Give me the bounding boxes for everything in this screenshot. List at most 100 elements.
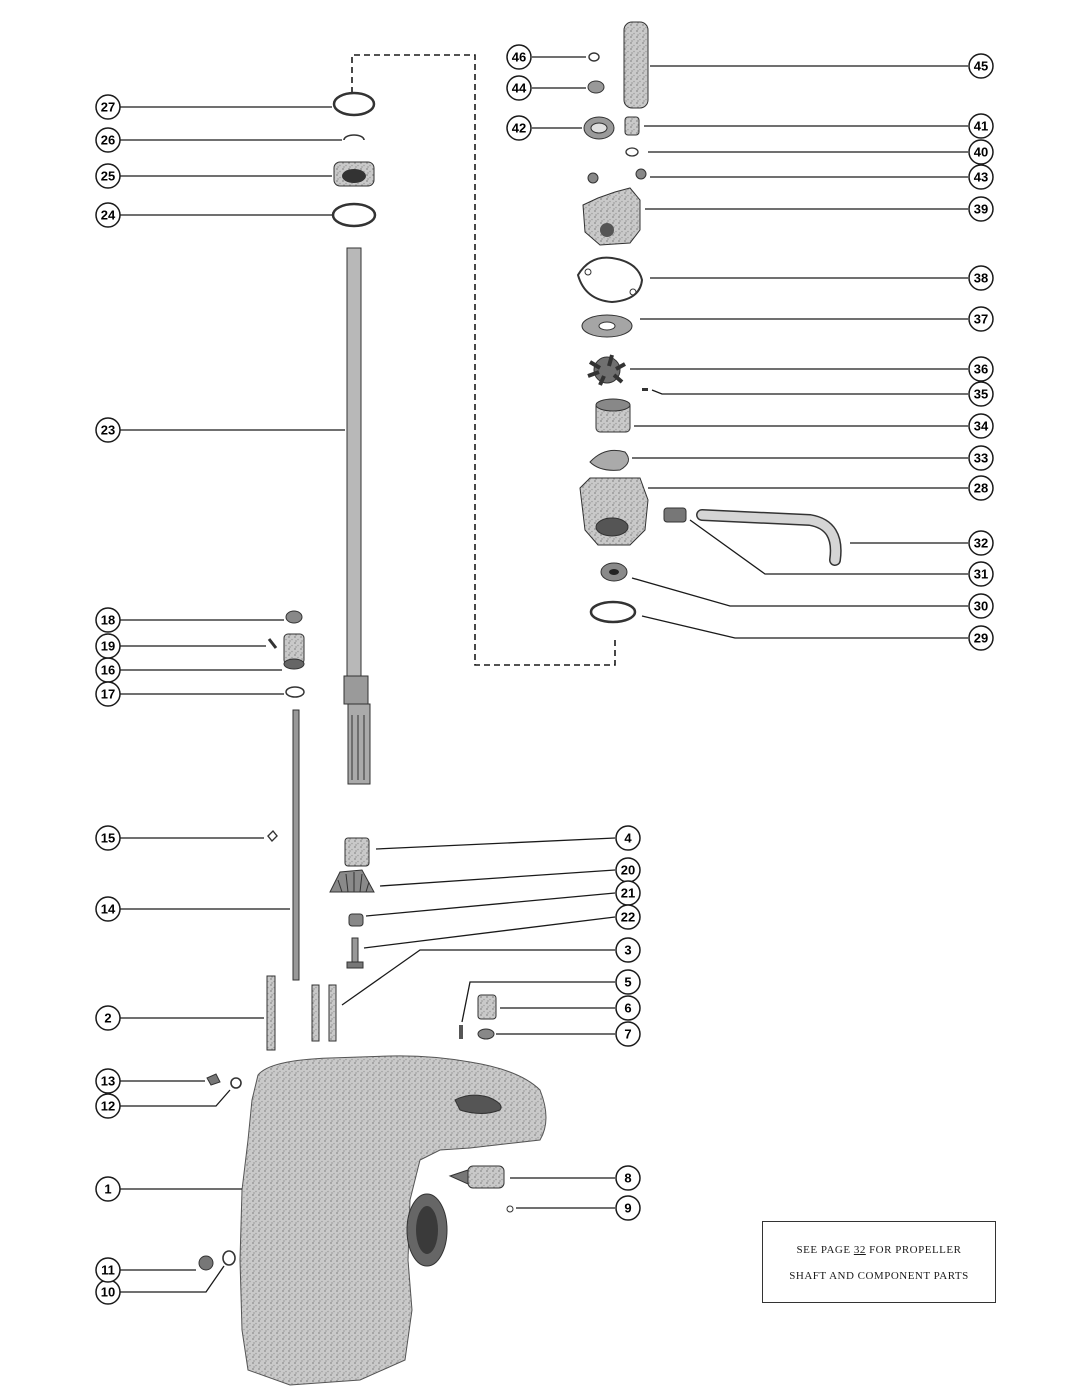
part-3-stud-a xyxy=(311,984,320,1042)
callout-circle xyxy=(968,625,994,651)
callout-4: 4 xyxy=(615,825,641,851)
part-42-seal xyxy=(583,116,615,140)
part-16-bushing xyxy=(283,633,305,670)
part-17-washer xyxy=(285,686,305,698)
callout-6: 6 xyxy=(615,995,641,1021)
part-4-needle-bearing xyxy=(344,837,370,867)
part-21-washer xyxy=(348,913,364,927)
callout-circle xyxy=(95,896,121,922)
callout-number: 13 xyxy=(101,1074,115,1089)
callout-circle xyxy=(968,475,994,501)
callout-number: 23 xyxy=(101,423,115,438)
callout-number: 37 xyxy=(974,312,988,327)
callout-number: 21 xyxy=(621,886,635,901)
callout-circle xyxy=(506,44,532,70)
callout-circle xyxy=(615,969,641,995)
callout-39: 39 xyxy=(968,196,994,222)
callout-number: 28 xyxy=(974,481,988,496)
callout-circle xyxy=(968,593,994,619)
callout-29: 29 xyxy=(968,625,994,651)
part-35-key xyxy=(642,388,648,391)
callout-number: 2 xyxy=(104,1011,111,1026)
callout-circle xyxy=(968,113,994,139)
part-31-grommet xyxy=(663,507,687,523)
part-20-pinion-gear xyxy=(329,869,375,893)
part-45-sleeve xyxy=(623,21,649,109)
part-24-o-ring xyxy=(331,202,377,228)
callout-number: 11 xyxy=(101,1263,115,1278)
callout-number: 4 xyxy=(624,831,632,846)
callout-40: 40 xyxy=(968,139,994,165)
callout-circle xyxy=(968,196,994,222)
callout-circle xyxy=(95,633,121,659)
callout-24: 24 xyxy=(95,202,121,228)
part-11-plug xyxy=(198,1255,214,1271)
callout-20: 20 xyxy=(615,857,641,883)
callout-circle xyxy=(95,1068,121,1094)
part-30-seal xyxy=(600,562,628,582)
part-7-washer xyxy=(477,1028,495,1040)
callout-number: 27 xyxy=(101,100,115,115)
callout-circle xyxy=(968,53,994,79)
callout-number: 20 xyxy=(621,863,635,878)
callout-7: 7 xyxy=(615,1021,641,1047)
callout-circle xyxy=(615,904,641,930)
callout-circle xyxy=(95,1093,121,1119)
callout-circle xyxy=(506,115,532,141)
callout-45: 45 xyxy=(968,53,994,79)
callout-19: 19 xyxy=(95,633,121,659)
callout-17: 17 xyxy=(95,681,121,707)
part-18-nut xyxy=(285,610,303,624)
callout-number: 42 xyxy=(512,121,526,136)
callout-number: 26 xyxy=(101,133,115,148)
callout-number: 10 xyxy=(101,1285,115,1300)
callout-38: 38 xyxy=(968,265,994,291)
callout-number: 32 xyxy=(974,536,988,551)
callout-number: 8 xyxy=(624,1171,631,1186)
callout-number: 9 xyxy=(624,1201,631,1216)
callout-22: 22 xyxy=(615,904,641,930)
callout-circle xyxy=(968,530,994,556)
callout-number: 31 xyxy=(974,567,988,582)
callout-circle xyxy=(968,164,994,190)
callout-number: 12 xyxy=(101,1099,115,1114)
callout-number: 15 xyxy=(101,831,115,846)
callout-number: 25 xyxy=(101,169,115,184)
callout-circle xyxy=(95,127,121,153)
part-5-pin xyxy=(459,1025,463,1039)
callout-16: 16 xyxy=(95,657,121,683)
callout-circle xyxy=(615,1195,641,1221)
callout-3: 3 xyxy=(615,937,641,963)
callout-number: 1 xyxy=(104,1182,111,1197)
part-13-screw xyxy=(206,1073,221,1086)
callout-28: 28 xyxy=(968,475,994,501)
callout-9: 9 xyxy=(615,1195,641,1221)
callout-circle xyxy=(95,417,121,443)
callout-18: 18 xyxy=(95,607,121,633)
callout-number: 41 xyxy=(974,119,988,134)
part-36-impeller xyxy=(587,354,626,386)
callout-number: 34 xyxy=(974,419,989,434)
callout-30: 30 xyxy=(968,593,994,619)
part-46-ring xyxy=(588,52,600,62)
callout-13: 13 xyxy=(95,1068,121,1094)
callout-circle xyxy=(615,1021,641,1047)
callout-circle xyxy=(968,413,994,439)
part-25-bearing xyxy=(333,161,375,187)
part-26-snap-ring xyxy=(343,134,365,141)
callout-number: 5 xyxy=(624,975,631,990)
callout-circle xyxy=(968,139,994,165)
callout-number: 30 xyxy=(974,599,988,614)
callout-number: 6 xyxy=(624,1001,631,1016)
leader-lines xyxy=(120,56,968,1293)
callout-25: 25 xyxy=(95,163,121,189)
callout-32: 32 xyxy=(968,530,994,556)
callout-circle xyxy=(615,937,641,963)
callout-circle xyxy=(615,1165,641,1191)
propeller-shaft-note: SEE PAGE 32 FOR PROPELLER SHAFT AND COMP… xyxy=(762,1221,996,1303)
callout-27: 27 xyxy=(95,94,121,120)
part-44-washer xyxy=(587,80,605,94)
callout-11: 11 xyxy=(95,1257,121,1283)
part-19-pin xyxy=(267,638,278,649)
note-line-1: SEE PAGE 32 FOR PROPELLER xyxy=(763,1244,995,1256)
